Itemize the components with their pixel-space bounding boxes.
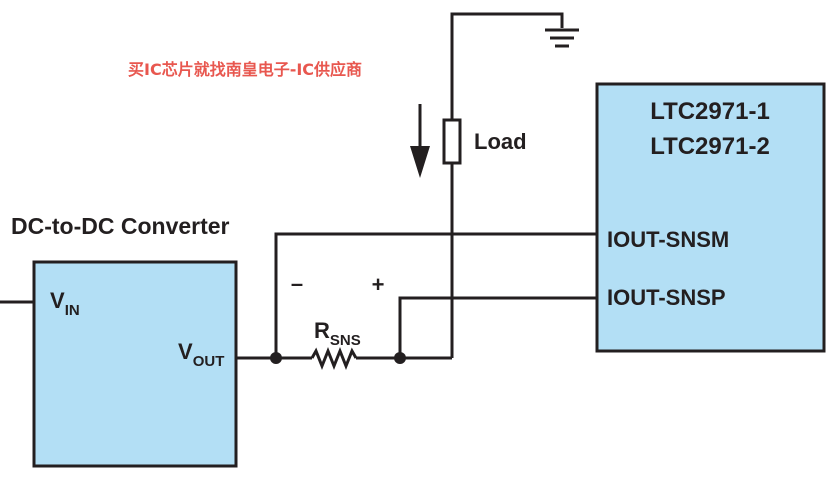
vin-label: VIN (50, 288, 80, 319)
pin-iout-snsm: IOUT-SNSM (607, 227, 729, 252)
load-label: Load (474, 129, 527, 154)
ltc2971-block (595, 82, 826, 353)
rsns-label: RSNS (314, 318, 361, 349)
vin-label-sub: IN (65, 302, 80, 319)
rsns-resistor (310, 346, 358, 371)
polarity-plus: + (372, 272, 385, 297)
load-box (442, 118, 462, 165)
converter-block (32, 260, 238, 468)
ground-icon (545, 28, 579, 48)
junction-dot-right (394, 352, 406, 364)
vout-label: VOUT (178, 339, 224, 370)
ic-name-line2: LTC2971-2 (650, 133, 770, 160)
rsns-label-main: R (314, 318, 330, 343)
rsns-label-sub: SNS (330, 332, 361, 349)
wires (236, 12, 597, 360)
junction-dot-left (270, 352, 282, 364)
pin-iout-snsp: IOUT-SNSP (607, 285, 726, 310)
ic-name-line1: LTC2971-1 (650, 98, 770, 125)
current-arrow-icon (410, 104, 430, 178)
polarity-minus: – (291, 271, 303, 296)
vin-label-main: V (50, 288, 65, 313)
converter-title: DC-to-DC Converter (11, 213, 230, 239)
watermark-text: 买IC芯片就找南皇电子-IC供应商 (128, 60, 362, 79)
vout-label-main: V (178, 339, 193, 364)
vout-label-sub: OUT (193, 353, 225, 370)
